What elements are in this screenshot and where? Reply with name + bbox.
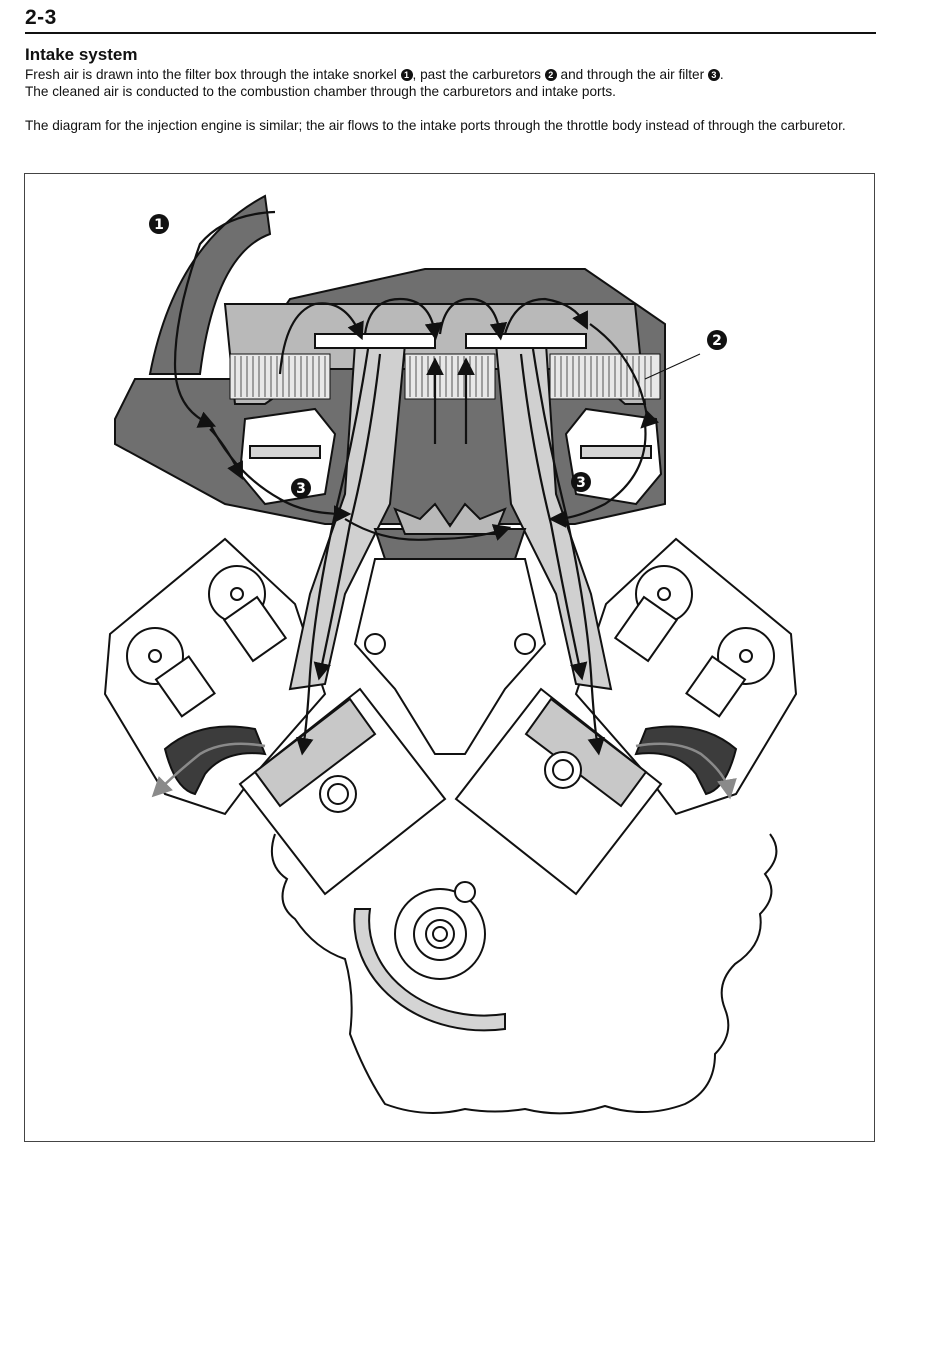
paragraph1-part-d: . [719,67,724,82]
crankcase-outline [271,833,778,1115]
header-rule [25,32,876,34]
intake-system-diagram: 1 2 3 3 [24,173,875,1142]
right-cylinder-head [574,537,798,816]
inline-callout-3: 3 [707,69,720,81]
callout-2: 2 [707,330,727,350]
section-heading: Intake system [25,45,138,64]
airflow-arrows [173,210,659,756]
inline-callout-1: 1 [400,69,413,81]
inline-callout-2: 2 [544,69,557,81]
callout-1: 1 [149,214,169,234]
center-manifold [373,502,527,560]
paragraph1-part-b: , past the carburetors [412,67,545,82]
filter-pleats [234,356,652,397]
paragraph1-part-c: and through the air filter [556,67,708,82]
left-cylinder [238,687,447,896]
callout-3-right: 3 [571,472,591,492]
engine-block-center [353,558,547,755]
paragraph1-line2: The cleaned air is conducted to the comb… [25,84,616,99]
injection-paragraph: The diagram for the injection engine is … [25,118,846,133]
callout-3-left-label: 3 [296,481,306,497]
callout-3-left: 3 [291,478,311,498]
callout-1-label: 1 [154,217,164,233]
callout-3-right-label: 3 [576,475,586,491]
engine-illustration: 1 2 3 3 [103,194,798,1115]
intro-paragraph: Fresh air is drawn into the filter box t… [25,66,874,100]
exhaust-arrows [151,742,737,800]
page-number: 2-3 [25,6,57,29]
paragraph1-part-a: Fresh air is drawn into the filter box t… [25,67,401,82]
right-cylinder [454,687,663,896]
crankshaft [353,881,506,1032]
left-cylinder-head [103,537,327,816]
callout-leaders [644,353,701,380]
callout-2-label: 2 [712,333,722,349]
spark-plugs [154,595,747,718]
